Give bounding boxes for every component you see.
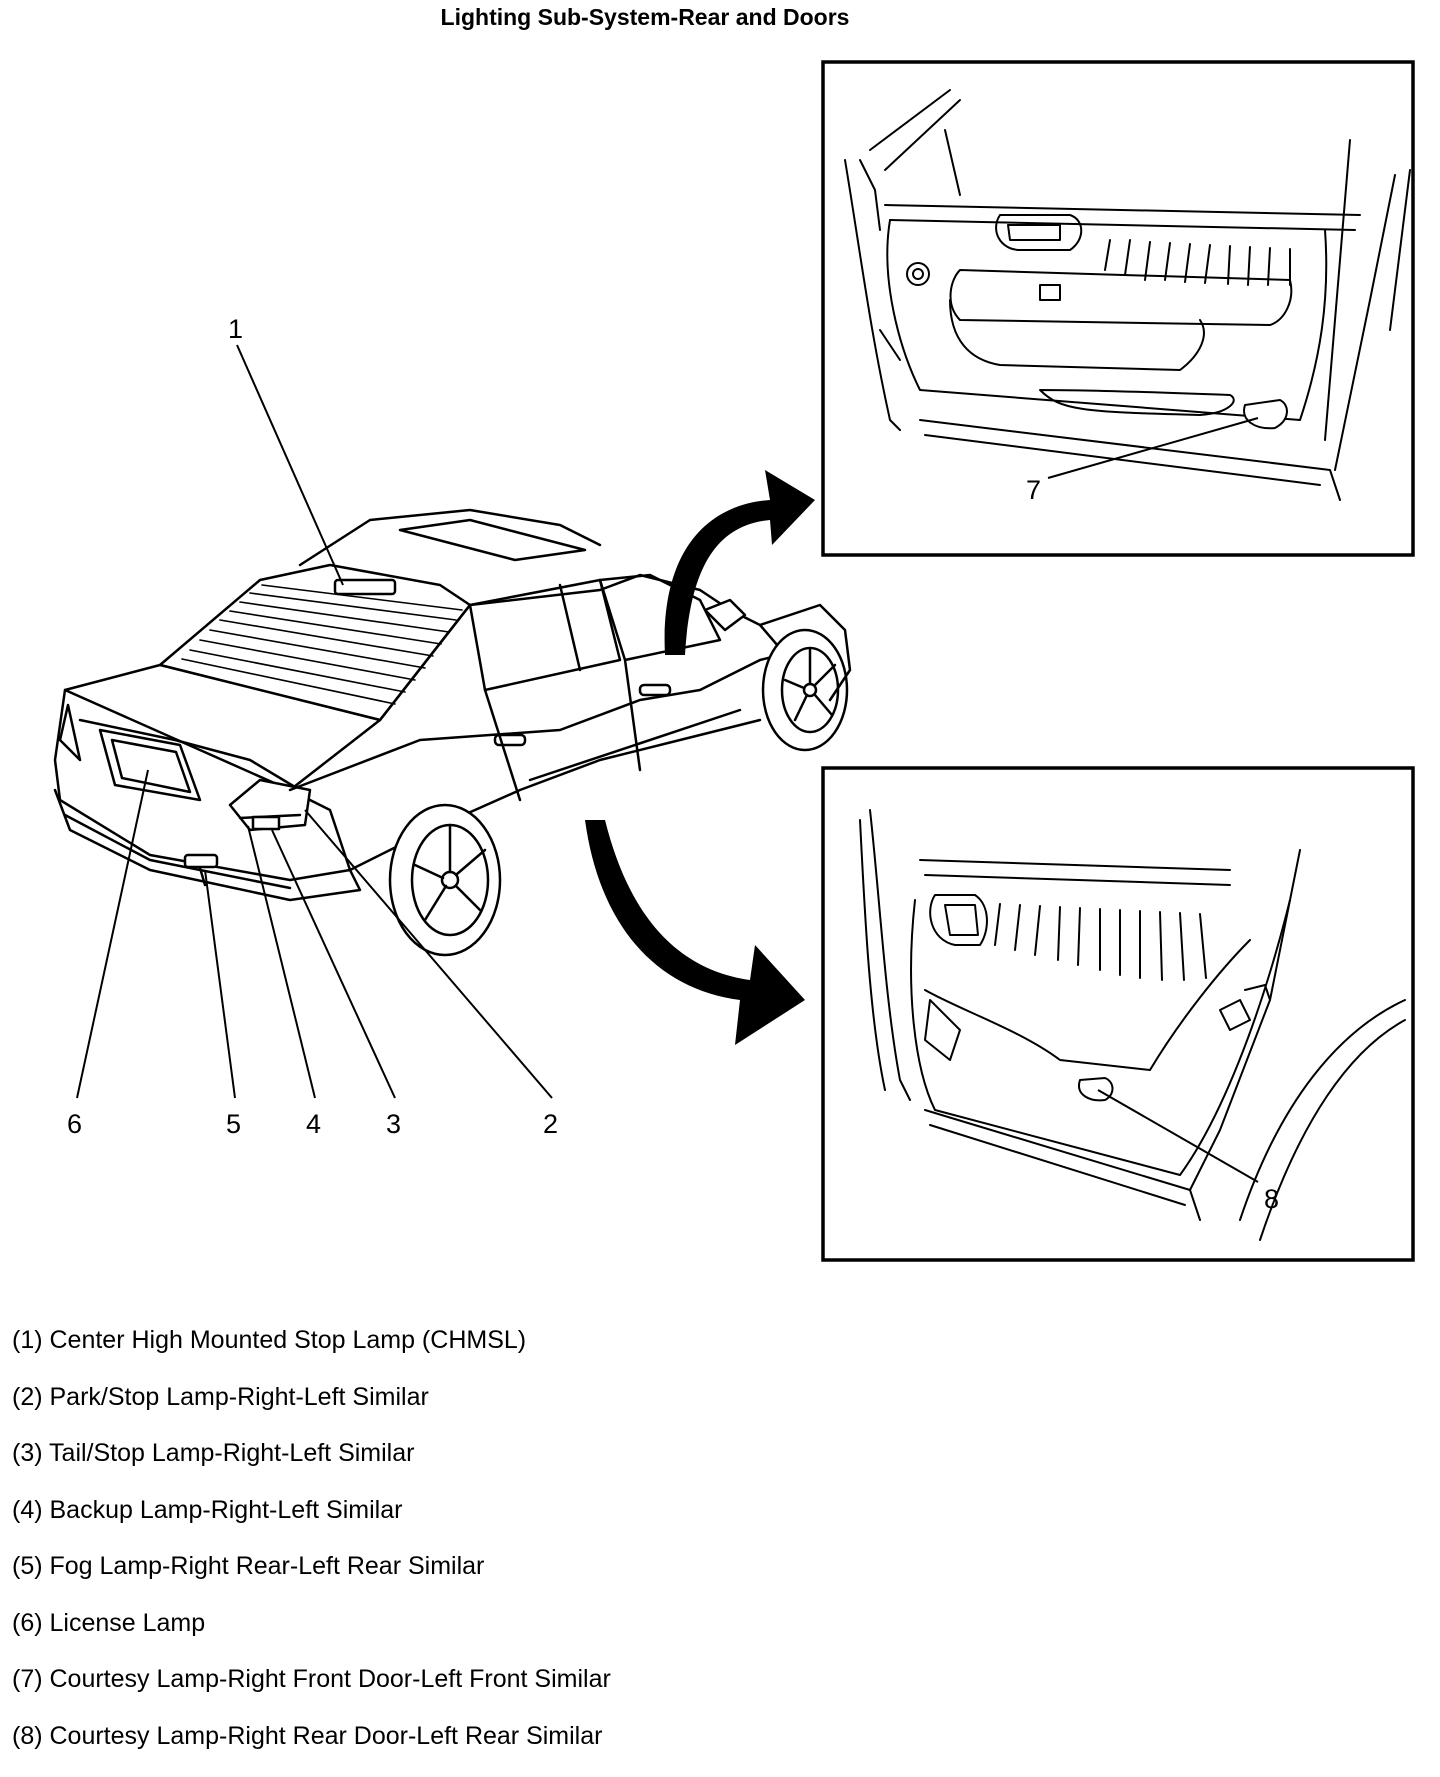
callout-8: 8 <box>1264 1184 1279 1214</box>
legend-item-6: (6) License Lamp <box>12 1608 1012 1665</box>
lighting-diagram: 1 2 3 4 5 6 7 8 <box>0 0 1440 1300</box>
legend-item-8: (8) Courtesy Lamp-Right Rear Door-Left R… <box>12 1721 1012 1777</box>
front-door-inset <box>823 62 1413 555</box>
legend-list: (1) Center High Mounted Stop Lamp (CHMSL… <box>12 1325 1012 1777</box>
callout-4: 4 <box>306 1109 321 1139</box>
legend-item-3: (3) Tail/Stop Lamp-Right-Left Similar <box>12 1438 1012 1495</box>
callout-6: 6 <box>67 1109 82 1139</box>
legend-item-5: (5) Fog Lamp-Right Rear-Left Rear Simila… <box>12 1551 1012 1608</box>
legend-item-2: (2) Park/Stop Lamp-Right-Left Similar <box>12 1382 1012 1439</box>
callout-1: 1 <box>228 314 243 344</box>
callout-2: 2 <box>543 1109 558 1139</box>
car-illustration <box>55 510 850 955</box>
callout-7: 7 <box>1026 475 1041 505</box>
arrow-to-front-door <box>665 470 815 655</box>
rear-door-inset <box>823 768 1413 1260</box>
callout-3: 3 <box>386 1109 401 1139</box>
legend-item-4: (4) Backup Lamp-Right-Left Similar <box>12 1495 1012 1552</box>
legend-item-7: (7) Courtesy Lamp-Right Front Door-Left … <box>12 1664 1012 1721</box>
callout-5: 5 <box>226 1109 241 1139</box>
legend-item-1: (1) Center High Mounted Stop Lamp (CHMSL… <box>12 1325 1012 1382</box>
arrow-to-rear-door <box>585 820 805 1045</box>
